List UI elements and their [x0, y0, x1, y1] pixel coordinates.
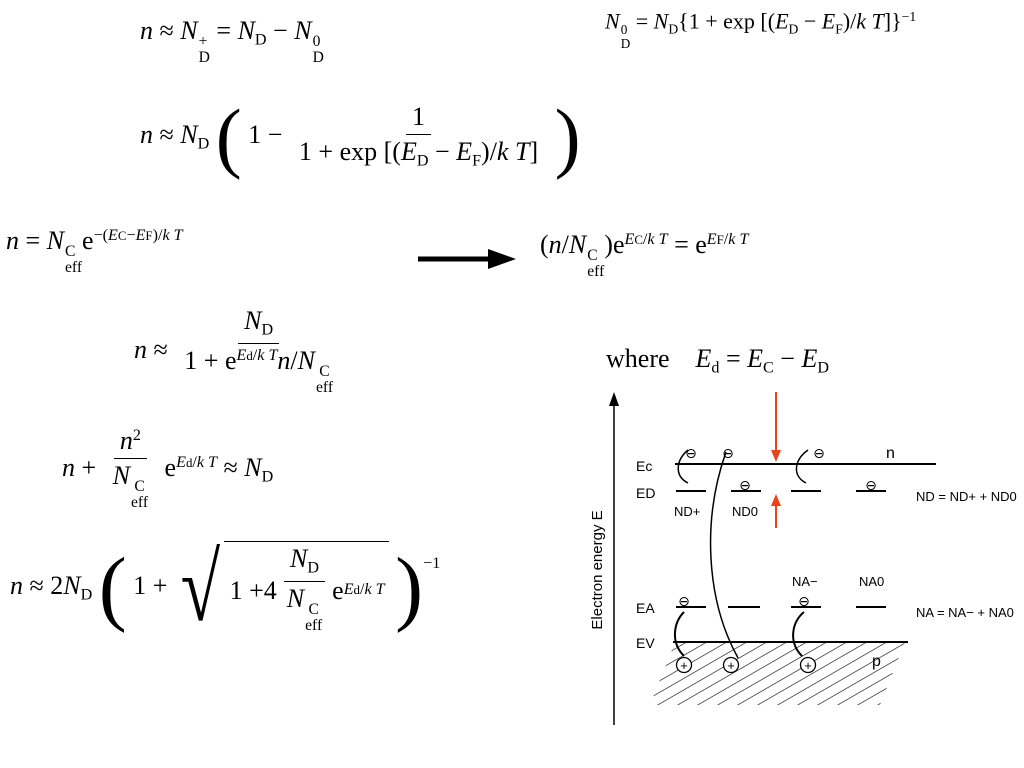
hole-2-sign: + — [727, 658, 735, 673]
energy-axis-arrowhead — [609, 392, 619, 406]
acceptor-capture-curve-1 — [674, 611, 685, 657]
hole-3-sign: + — [804, 658, 812, 673]
level-label-ev: EV — [636, 635, 655, 651]
valence-band-hatching — [650, 642, 905, 705]
band-to-band-curve — [709, 451, 739, 659]
equation-ionization-energy-definition: where Ed = EC − ED — [606, 344, 829, 377]
red-arrow-down-head — [771, 450, 781, 462]
electron-2: ⊖ — [722, 445, 734, 461]
electron-7: ⊖ — [798, 593, 810, 609]
hole-1-sign: + — [680, 658, 688, 673]
equation-n-fermi-donor: n ≈ ND ( 1 − 1 1 + exp [(ED − EF)/k T] ) — [140, 93, 581, 180]
region-label-n: n — [886, 445, 895, 462]
acceptor-sum-equation: NA = NA− + NA0 — [916, 605, 1014, 620]
region-label-p: p — [872, 653, 881, 670]
red-arrow-up-head — [771, 494, 781, 506]
label-na-minus: NA− — [792, 574, 818, 589]
label-na-zero: NA0 — [859, 574, 884, 589]
hole-2 — [722, 656, 740, 674]
y-axis-label: Electron energy E — [589, 510, 606, 629]
electron-3: ⊖ — [813, 445, 825, 461]
implies-arrow — [418, 249, 516, 269]
donor-sum-equation: ND = ND+ + ND0 — [916, 489, 1017, 504]
level-label-ea: EA — [636, 600, 655, 616]
level-label-ec: Ec — [636, 458, 652, 474]
electron-5: ⊖ — [865, 477, 877, 493]
label-nd-plus: ND+ — [674, 504, 700, 519]
level-label-ed: ED — [636, 485, 655, 501]
energy-band-diagram: Electron energy E Ec ED EA EV n p ⊖ ⊖ ⊖ … — [589, 392, 1017, 725]
donor-ionization-curve-1 — [677, 449, 689, 484]
acceptor-capture-curve-2 — [792, 611, 805, 657]
electron-6: ⊖ — [678, 593, 690, 609]
electron-4: ⊖ — [739, 477, 751, 493]
label-nd-zero: ND0 — [732, 504, 758, 519]
hole-1 — [675, 656, 693, 674]
donor-ionization-curve-2 — [795, 449, 809, 484]
hole-3 — [799, 656, 817, 674]
electron-1: ⊖ — [685, 445, 697, 461]
